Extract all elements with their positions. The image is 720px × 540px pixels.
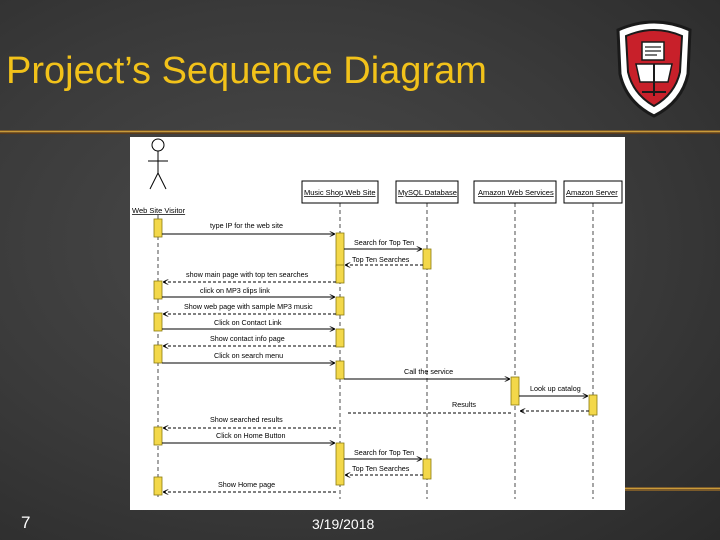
decorative-rule-right xyxy=(622,487,720,491)
message-label: Top Ten Searches xyxy=(352,255,410,264)
lifeline-label-server: Amazon Server xyxy=(566,188,618,197)
message-label: Search for Top Ten xyxy=(354,448,414,457)
message-label: Show Home page xyxy=(218,480,275,489)
message-label: show main page with top ten searches xyxy=(186,270,309,279)
message-label: Call the service xyxy=(404,367,453,376)
slide-date: 3/19/2018 xyxy=(312,516,375,532)
message-label: Show contact info page xyxy=(210,334,285,343)
message-label: Click on Contact Link xyxy=(214,318,282,327)
message-label: Search for Top Ten xyxy=(354,238,414,247)
message-label: Click on Home Button xyxy=(216,431,286,440)
shield-crest-icon xyxy=(616,20,692,118)
message-label: type IP for the web site xyxy=(210,221,283,230)
decorative-rule xyxy=(0,130,720,134)
actor-label: Web Site Visitor xyxy=(132,206,186,215)
message-label: click on MP3 clips link xyxy=(200,286,270,295)
actor-figure xyxy=(148,138,168,190)
sequence-diagram: Web Site Visitor Music Shop Web Site MyS… xyxy=(130,137,625,510)
message-label: Show web page with sample MP3 music xyxy=(184,302,313,311)
slide-number: 7 xyxy=(21,513,31,532)
lifeline-label-database: MySQL Database xyxy=(398,188,457,197)
slide-title: Project’s Sequence Diagram xyxy=(6,50,487,92)
activation-bars xyxy=(153,218,598,496)
message-label: Show searched results xyxy=(210,415,283,424)
message-label: Results xyxy=(452,400,476,409)
message-label: Top Ten Searches xyxy=(352,464,410,473)
lifeline-label-web-site: Music Shop Web Site xyxy=(304,188,376,197)
lifeline-label-aws: Amazon Web Services xyxy=(478,188,554,197)
message-label: Look up catalog xyxy=(530,384,581,393)
message-label: Click on search menu xyxy=(214,351,283,360)
